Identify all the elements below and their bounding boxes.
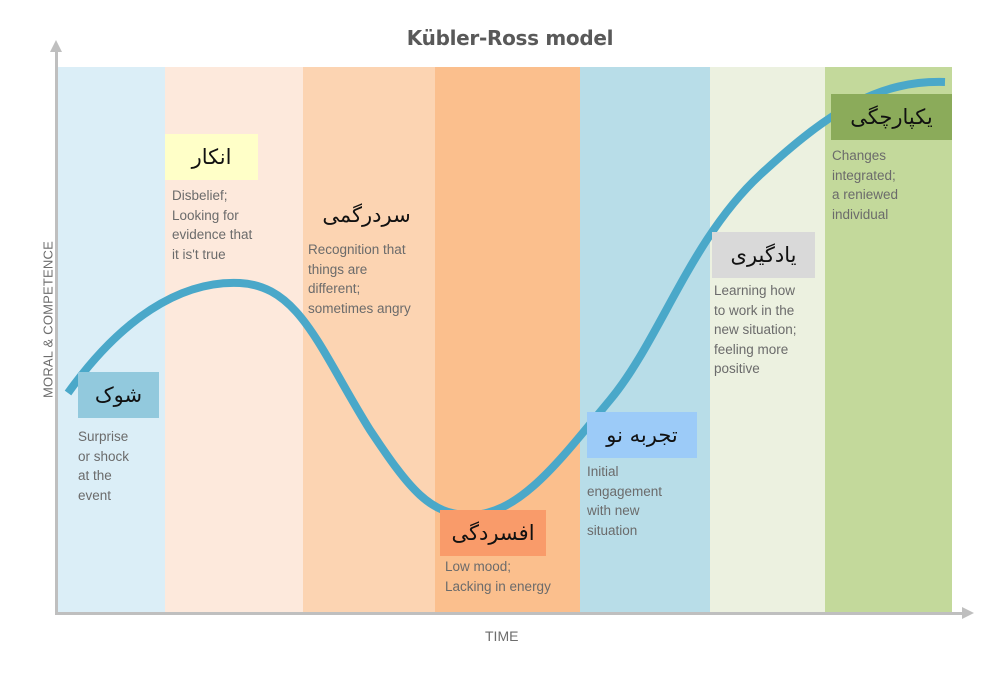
description-line: Disbelief;: [172, 188, 228, 203]
description-line: Initial: [587, 464, 619, 479]
description-line: individual: [832, 206, 889, 222]
description-line: evidence that: [172, 227, 253, 242]
stage-label-denial: انکار: [165, 134, 258, 180]
description-line: it is't true: [172, 246, 226, 262]
stage-description-integration: Changes integrated; a reniewed individua…: [832, 146, 898, 224]
stage-label-confusion: سردرگمی: [305, 193, 428, 237]
stage-label-shock: شوک: [78, 372, 159, 418]
stage-description-new-experience: Initial engagement with new situation: [587, 462, 662, 540]
description-line: Changes: [832, 148, 887, 163]
chart-title: Kübler-Ross model: [406, 26, 614, 50]
description-line: positive: [714, 361, 760, 376]
stage-description-confusion: Recognition that things are different; s…: [308, 240, 411, 318]
description-line: different;: [308, 281, 361, 296]
description-line: Looking for: [172, 207, 239, 223]
stage-label-depression: افسردگی: [440, 510, 546, 556]
description-line: to work in the: [714, 302, 795, 318]
description-line: sometimes angry: [308, 300, 411, 316]
description-line: a reniewed: [832, 187, 899, 202]
stage-description-learning: Learning how to work in the new situatio…: [714, 281, 797, 379]
description-line: Lacking in energy: [445, 578, 551, 594]
stage-label-new-experience: تجربه نو: [587, 412, 697, 458]
description-line: feeling more: [714, 341, 789, 357]
description-line: event: [78, 487, 112, 503]
y-axis: [55, 48, 58, 614]
description-line: integrated;: [832, 167, 896, 183]
stage-band-new-experience: [580, 67, 710, 613]
description-line: Surprise: [78, 429, 129, 444]
stage-description-depression: Low mood; Lacking in energy: [445, 557, 551, 596]
description-line: Learning how: [714, 283, 796, 298]
y-axis-arrow-icon: [50, 40, 62, 52]
description-line: engagement: [587, 483, 663, 499]
stage-band-integration: [825, 67, 952, 613]
description-line: Low mood;: [445, 559, 512, 574]
description-line: new situation;: [714, 322, 797, 337]
description-line: Recognition that: [308, 242, 406, 257]
stage-label-integration: یکپارچگی: [831, 94, 952, 140]
description-line: at the: [78, 468, 112, 483]
stage-description-denial: Disbelief; Looking for evidence that it …: [172, 186, 252, 264]
stage-band-confusion: [303, 67, 435, 613]
x-axis-arrow-icon: [962, 607, 974, 619]
description-line: with new: [587, 503, 640, 518]
stage-description-shock: Surprise or shock at the event: [78, 427, 129, 505]
description-line: situation: [587, 522, 638, 538]
description-line: or shock: [78, 448, 130, 464]
stage-band-learning: [710, 67, 825, 613]
x-axis-label: TIME: [485, 628, 519, 644]
stage-label-learning: یادگیری: [712, 232, 815, 278]
x-axis: [55, 612, 965, 615]
description-line: things are: [308, 261, 368, 277]
